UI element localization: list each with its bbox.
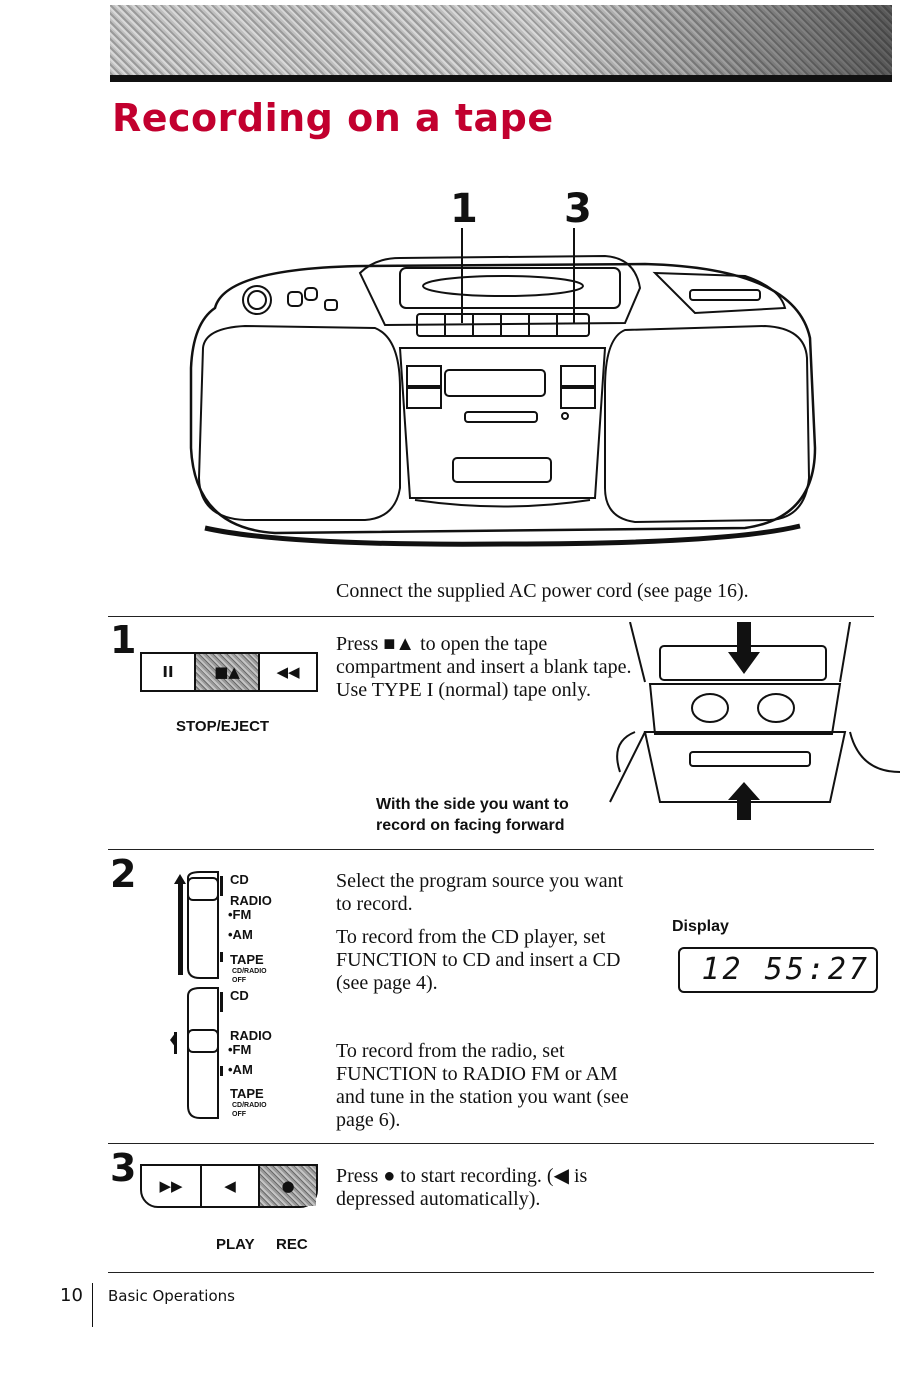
step-3-number: 3 — [110, 1146, 137, 1190]
stop-eject-button-panel: II ■▲ ◀◀ — [140, 652, 318, 692]
switch-label-off: OFF — [232, 977, 246, 984]
lcd-display — [678, 947, 878, 993]
record-button[interactable]: ● — [260, 1166, 316, 1206]
page-title: Recording on a tape — [112, 96, 554, 140]
illustration-caption: Connect the supplied AC power cord (see … — [336, 580, 749, 602]
step-3-text: Press ● to start recording. (◀ is depres… — [336, 1165, 588, 1210]
play-rec-button-panel: ▶▶ ◀ ● — [140, 1164, 318, 1208]
rewind-button[interactable]: ◀◀ — [276, 663, 300, 681]
switch-label-am: •AM — [228, 927, 253, 942]
function-switch-diagram — [170, 871, 223, 1119]
callout-1: 1 — [450, 186, 478, 232]
step-2-text-b: To record from the CD player, set FUNCTI… — [336, 926, 621, 994]
step-2-text-c: To record from the radio, set FUNCTION t… — [336, 1040, 629, 1131]
switch-label-tape-2: TAPE — [230, 1086, 264, 1101]
pause-button[interactable]: II — [142, 654, 196, 690]
section-rule-1 — [108, 616, 874, 617]
cassette-note-line-2: record on facing forward — [376, 817, 565, 834]
switch-label-fm-2: •FM — [228, 1042, 252, 1057]
rec-label: REC — [276, 1236, 308, 1253]
switch-label-am-2: •AM — [228, 1062, 253, 1077]
switch-label-radio: RADIO — [230, 893, 272, 908]
switch-label-cdradio-2: CD/RADIO — [232, 1102, 267, 1109]
header-banner-shade — [560, 5, 892, 77]
cassette-note-line-1: With the side you want to — [376, 796, 569, 813]
stop-eject-label: STOP/EJECT — [176, 718, 270, 735]
section-rule-3 — [108, 1143, 874, 1144]
fast-forward-button[interactable]: ▶▶ — [142, 1166, 202, 1206]
switch-label-radio-2: RADIO — [230, 1028, 272, 1043]
switch-label-cd-2: CD — [230, 988, 249, 1003]
step-2-number: 2 — [110, 852, 137, 896]
switch-label-off-2: OFF — [232, 1111, 246, 1118]
switch-label-cd: CD — [230, 872, 249, 887]
play-button[interactable]: ◀ — [202, 1166, 260, 1206]
section-rule-4 — [108, 1272, 874, 1273]
switch-label-fm: •FM — [228, 907, 252, 922]
step-1-text: Press ■▲ to open the tape compartment an… — [336, 633, 632, 701]
callout-3: 3 — [564, 186, 592, 232]
step-1-number: 1 — [110, 618, 137, 662]
switch-label-cdradio: CD/RADIO — [232, 968, 267, 975]
play-label: PLAY — [216, 1236, 255, 1253]
display-label: Display — [672, 918, 729, 935]
cassette-compartment-illustration — [609, 622, 901, 820]
switch-label-tape: TAPE — [230, 952, 264, 967]
step-2-text-a: Select the program source you want to re… — [336, 870, 624, 915]
header-rule — [110, 75, 892, 82]
footer-divider — [92, 1283, 93, 1327]
section-rule-2 — [108, 849, 874, 850]
boombox-illustration — [189, 228, 817, 547]
lcd-display-value: 12 55:27 — [701, 952, 870, 987]
stop-eject-button[interactable]: ■▲ — [196, 654, 260, 690]
footer-page-number: 10 — [60, 1285, 83, 1306]
footer-section-label: Basic Operations — [108, 1287, 235, 1305]
